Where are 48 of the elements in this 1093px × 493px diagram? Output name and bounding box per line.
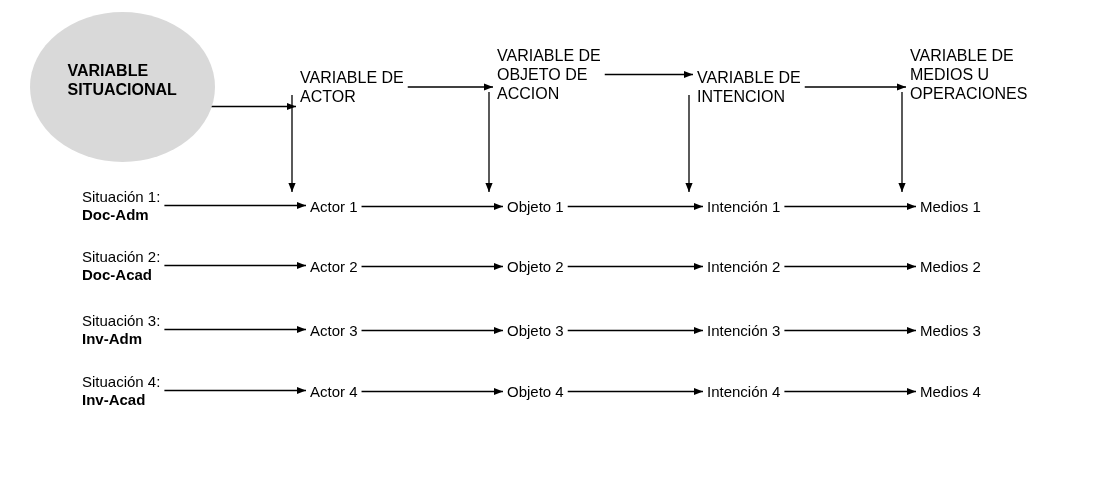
node-label: Medios 3: [920, 322, 981, 340]
node-label: Medios 4: [920, 383, 981, 401]
node-label: Intención 4: [707, 383, 781, 401]
arrow: [898, 91, 906, 193]
arrow: [783, 202, 917, 211]
variable-heading: VARIABLE DE MEDIOS U OPERACIONES: [910, 46, 1040, 103]
arrow: [163, 325, 307, 334]
variable-heading: VARIABLE DE OBJETO DE ACCION: [497, 46, 627, 103]
node-label: Objeto 4: [507, 383, 564, 401]
arrow: [804, 83, 907, 91]
node-label: Intención 1: [707, 198, 781, 216]
node-label: Actor 3: [310, 322, 358, 340]
arrow: [783, 387, 917, 396]
arrow: [567, 262, 704, 271]
node-label: Actor 1: [310, 198, 358, 216]
node-label: Situación 1: Doc-Adm: [82, 188, 172, 224]
arrow: [288, 94, 296, 193]
arrow: [567, 387, 704, 396]
arrow: [163, 386, 307, 395]
node-label: Objeto 2: [507, 258, 564, 276]
arrow: [360, 387, 504, 396]
arrow: [567, 202, 704, 211]
variable-heading: VARIABLE DE ACTOR: [300, 68, 430, 106]
arrow: [567, 326, 704, 335]
arrow: [360, 326, 504, 335]
arrow: [163, 201, 307, 210]
arrow: [360, 262, 504, 271]
arrow: [407, 83, 494, 91]
node-label: Objeto 1: [507, 198, 564, 216]
node-label: Intención 2: [707, 258, 781, 276]
node-label: Actor 4: [310, 383, 358, 401]
arrow: [485, 91, 493, 193]
node-label: Medios 1: [920, 198, 981, 216]
arrow: [783, 326, 917, 335]
variable-heading: VARIABLE DE INTENCION: [697, 68, 827, 106]
arrow: [604, 70, 694, 79]
node-label: VARIABLE SITUACIONAL: [67, 60, 178, 99]
arrow: [685, 94, 693, 193]
arrow: [163, 261, 307, 270]
node-label: Intención 3: [707, 322, 781, 340]
node-label: Situación 4: Inv-Acad: [82, 373, 172, 409]
node-label: Situación 2: Doc-Acad: [82, 248, 172, 284]
arrow: [783, 262, 917, 271]
arrow: [360, 202, 504, 211]
node-label: Medios 2: [920, 258, 981, 276]
node-label: Situación 3: Inv-Adm: [82, 312, 172, 348]
node-label: Objeto 3: [507, 322, 564, 340]
node-label: Actor 2: [310, 258, 358, 276]
